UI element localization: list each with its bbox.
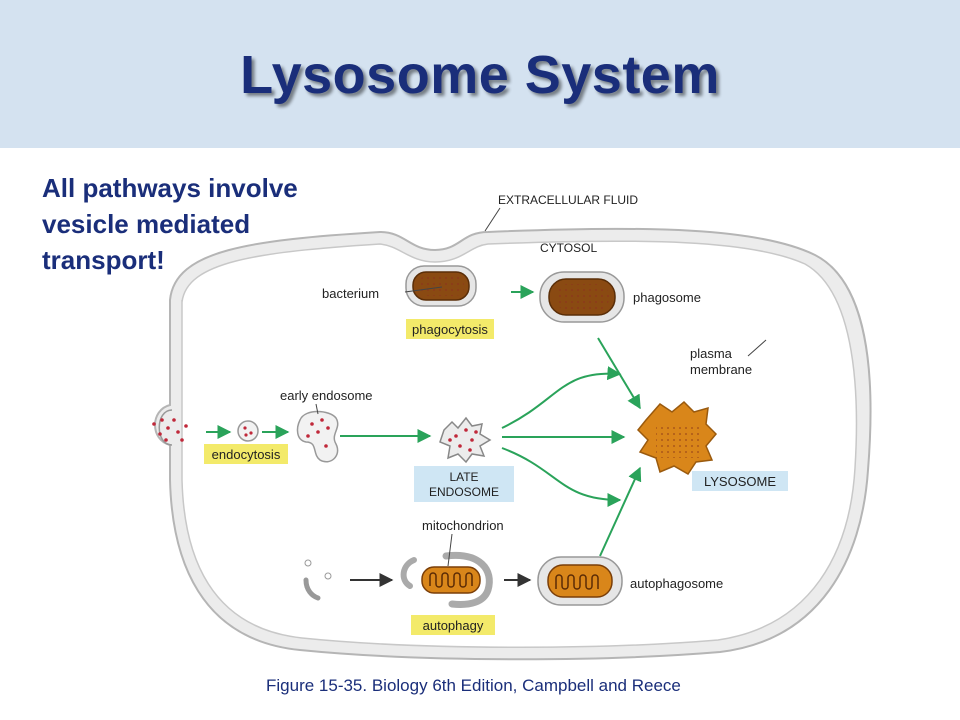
arrow-late-to-lysosome-upper (501, 366, 622, 429)
plasma-membrane-leader (747, 339, 767, 357)
slide-title: Lysosome System (240, 45, 720, 105)
figure-caption: Figure 15-35. Biology 6th Edition, Campb… (266, 676, 681, 695)
endocytosis-pit (152, 409, 188, 446)
early-endosome (296, 410, 339, 463)
lysosome-pathway-diagram: bacterium phagocytosis phagosome EXTRACE… (152, 193, 872, 661)
bacterium-engulfing (405, 265, 477, 307)
autophagy-forming (400, 551, 493, 608)
membrane-fragments (303, 559, 332, 601)
late-endosome-label-1: LATE (449, 470, 478, 484)
arrow-autophagosome-to-lysosome (599, 466, 642, 557)
extracellular-fluid-label: EXTRACELLULAR FLUID (498, 193, 638, 207)
autophagosome (537, 556, 623, 606)
phagosome-label: phagosome (633, 290, 701, 305)
extracellular-leader (484, 207, 501, 232)
autophagy-tag: autophagy (411, 615, 495, 635)
subtitle-line-1: All pathways involve (42, 173, 298, 203)
early-endosome-leader (315, 403, 319, 415)
phagocytosis-tag: phagocytosis (406, 319, 494, 339)
arrow-late-to-lysosome-lower (501, 447, 622, 507)
bacterium-label: bacterium (322, 286, 379, 301)
phagocytosis-label: phagocytosis (412, 322, 488, 337)
mitochondrion-label: mitochondrion (422, 518, 504, 533)
lysosome (636, 400, 718, 475)
phagosome (539, 271, 625, 323)
membrane-label: membrane (690, 362, 752, 377)
endocytic-vesicle (237, 420, 259, 442)
endocytosis-tag: endocytosis (204, 444, 288, 464)
autophagy-label: autophagy (423, 618, 484, 633)
late-endosome-tag: LATE ENDOSOME (414, 466, 514, 502)
title-band (0, 0, 960, 148)
subtitle-line-2: vesicle mediated (42, 209, 251, 239)
cell-membrane (154, 227, 872, 661)
early-endosome-label: early endosome (280, 388, 373, 403)
lysosome-label: LYSOSOME (704, 474, 776, 489)
autophagosome-label: autophagosome (630, 576, 723, 591)
arrow-phagosome-to-lysosome (597, 337, 641, 410)
subtitle-line-3: transport! (42, 245, 165, 275)
bacterium-leader (404, 286, 443, 293)
cytosol-label: CYTOSOL (540, 241, 597, 255)
late-endosome (439, 416, 492, 464)
plasma-label: plasma (690, 346, 733, 361)
subtitle: All pathways involve vesicle mediated tr… (42, 170, 372, 278)
mitochondrion (421, 566, 481, 594)
lysosome-tag: LYSOSOME (692, 471, 788, 491)
late-endosome-label-2: ENDOSOME (429, 485, 499, 499)
mitochondrion-leader (447, 533, 453, 567)
endocytosis-label: endocytosis (212, 447, 281, 462)
